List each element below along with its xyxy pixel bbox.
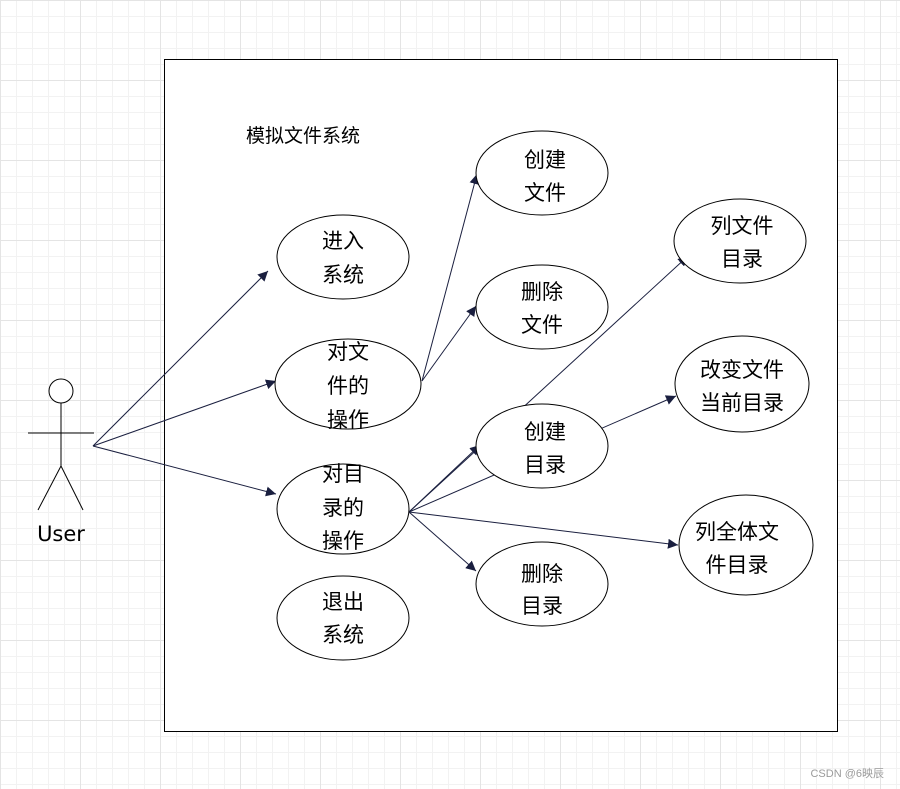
use-case-label: 创建 — [524, 420, 566, 444]
assoc-file-ops-create-file — [421, 173, 480, 382]
use-case-delete-dir: 删除 目录 — [475, 541, 609, 627]
use-case-label: 进入 — [322, 229, 364, 253]
actor-label: User — [37, 522, 85, 546]
use-case-dir-operations: 对目 录的 操作 — [276, 462, 410, 555]
use-case-label: 目录 — [721, 247, 763, 271]
use-case-label: 目录 — [524, 453, 566, 477]
assoc-dir-ops-delete-dir — [408, 511, 477, 572]
use-case-label: 操作 — [322, 529, 364, 553]
assoc-file-ops-delete-file — [421, 305, 477, 382]
assoc-user-dir-operations — [92, 445, 277, 497]
use-case-label: 退出 — [322, 590, 364, 614]
actor-right-leg — [60, 465, 84, 511]
use-case-change-current-dir: 改变文件 当前目录 — [674, 335, 810, 433]
use-case-label: 文件 — [521, 313, 563, 337]
use-case-label: 系统 — [322, 263, 364, 287]
assoc-dir-ops-list-file-dir — [408, 255, 689, 513]
use-case-label: 删除 — [521, 562, 563, 586]
assoc-dir-ops-list-all-file-dirs — [408, 511, 679, 549]
actor-left-leg — [37, 465, 62, 511]
assoc-user-enter-system — [92, 270, 269, 447]
use-case-label: 目录 — [521, 594, 563, 618]
use-case-delete-file: 删除 文件 — [475, 264, 609, 350]
use-case-list-file-dir: 列文件 目录 — [673, 198, 807, 284]
actor-user: User — [28, 378, 94, 546]
system-title: 模拟文件系统 — [246, 125, 360, 147]
watermark: CSDN @6映辰 — [810, 768, 884, 780]
use-case-create-file: 创建 文件 — [475, 130, 609, 216]
use-case-file-operations: 对文 件的 操作 — [274, 338, 422, 432]
use-case-enter-system: 进入 系统 — [276, 214, 410, 300]
use-case-label: 操作 — [327, 408, 369, 432]
use-case-label: 系统 — [322, 623, 364, 647]
use-case-create-dir: 创建 目录 — [475, 403, 609, 489]
use-case-label: 创建 — [524, 148, 566, 172]
assoc-user-file-operations — [92, 379, 277, 447]
use-case-label: 文件 — [524, 181, 566, 205]
use-case-exit-system: 退出 系统 — [276, 575, 410, 661]
use-case-label: 录的 — [322, 496, 364, 520]
use-case-list-all-file-dirs: 列全体文 件目录 — [678, 494, 814, 596]
use-case-label: 删除 — [521, 280, 563, 304]
use-case-label: 件目录 — [706, 553, 769, 577]
use-case-label: 件的 — [327, 374, 369, 398]
use-case-label: 当前目录 — [700, 391, 784, 415]
use-case-label: 列全体文 — [695, 520, 779, 544]
use-case-label: 对目 — [322, 462, 364, 486]
use-case-label: 列文件 — [711, 214, 774, 238]
actor-head — [48, 378, 74, 404]
use-case-label: 改变文件 — [700, 358, 784, 382]
use-case-label: 对文 — [327, 340, 369, 364]
